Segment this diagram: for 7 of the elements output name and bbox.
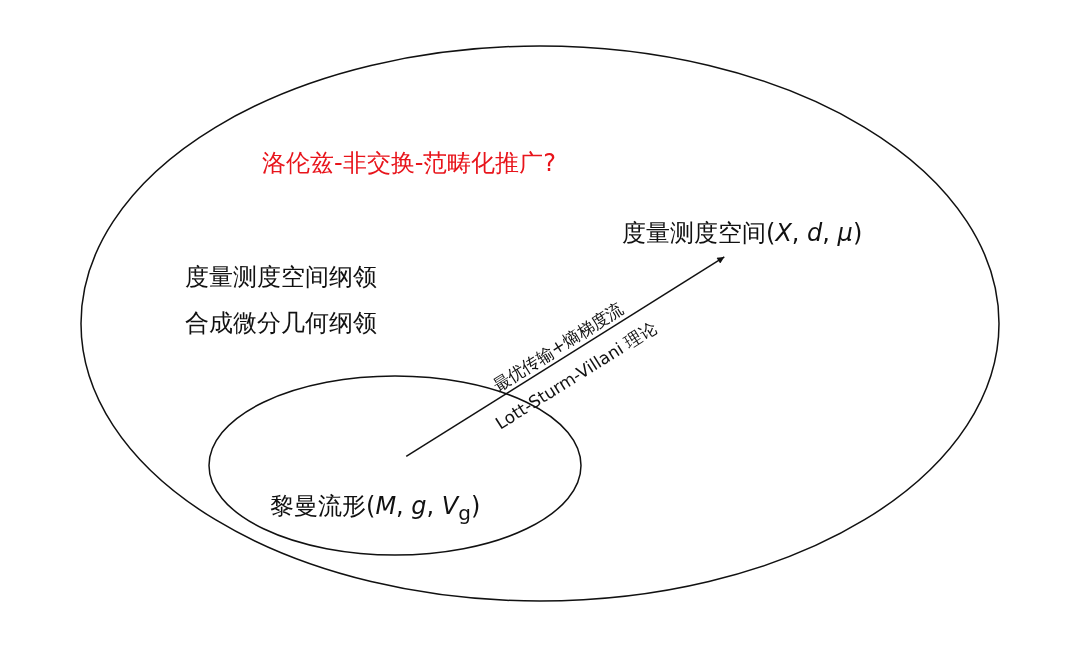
ellipse-outline [80,45,1000,602]
node-label: 度量测度空间(X, d, μ) [622,218,863,248]
arrow [405,256,726,458]
program-label: 合成微分几何纲领 [185,308,377,338]
question-heading: 洛伦兹-非交换-范畴化推广? [262,148,557,178]
program-label: 度量测度空间纲领 [185,262,377,292]
node-label: 黎曼流形(M, g, V$_{g}$) [270,491,481,527]
